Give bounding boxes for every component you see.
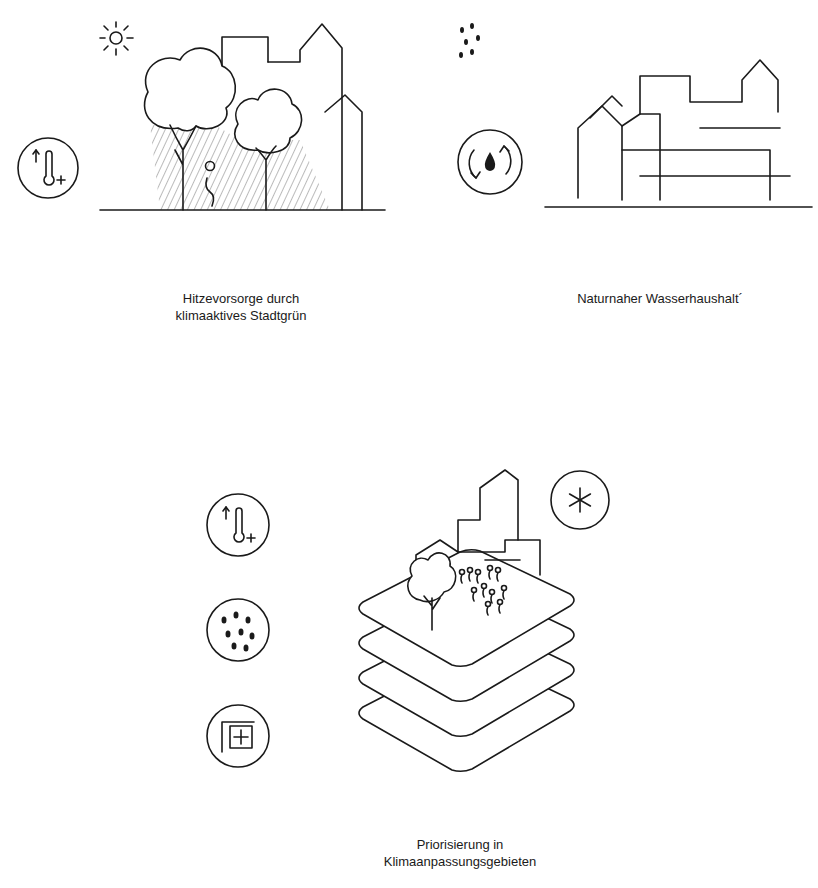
- flower-stem: [461, 575, 462, 584]
- flower-stem: [499, 605, 500, 614]
- flower-stem: [489, 571, 490, 580]
- caption-label: Hitzevorsorge durch klimaaktives Stadtgr…: [116, 290, 366, 324]
- flower-stem: [497, 573, 498, 582]
- priority-panel: [207, 470, 609, 771]
- flower-stem: [487, 607, 488, 616]
- flower-stem: [469, 573, 470, 582]
- flower-stem: [483, 589, 484, 598]
- flower-stem: [491, 595, 492, 604]
- water-panel: [458, 23, 812, 207]
- flower-stem: [477, 575, 478, 584]
- flower-stem: [503, 591, 504, 600]
- layer-plane: [359, 550, 574, 667]
- flower-stem: [473, 593, 474, 602]
- caption-label: Priorisierung in Klimaanpassungsgebieten: [340, 836, 580, 870]
- heat-panel: [18, 22, 385, 210]
- caption-label: Naturnaher Wasserhaushalt´: [560, 290, 760, 307]
